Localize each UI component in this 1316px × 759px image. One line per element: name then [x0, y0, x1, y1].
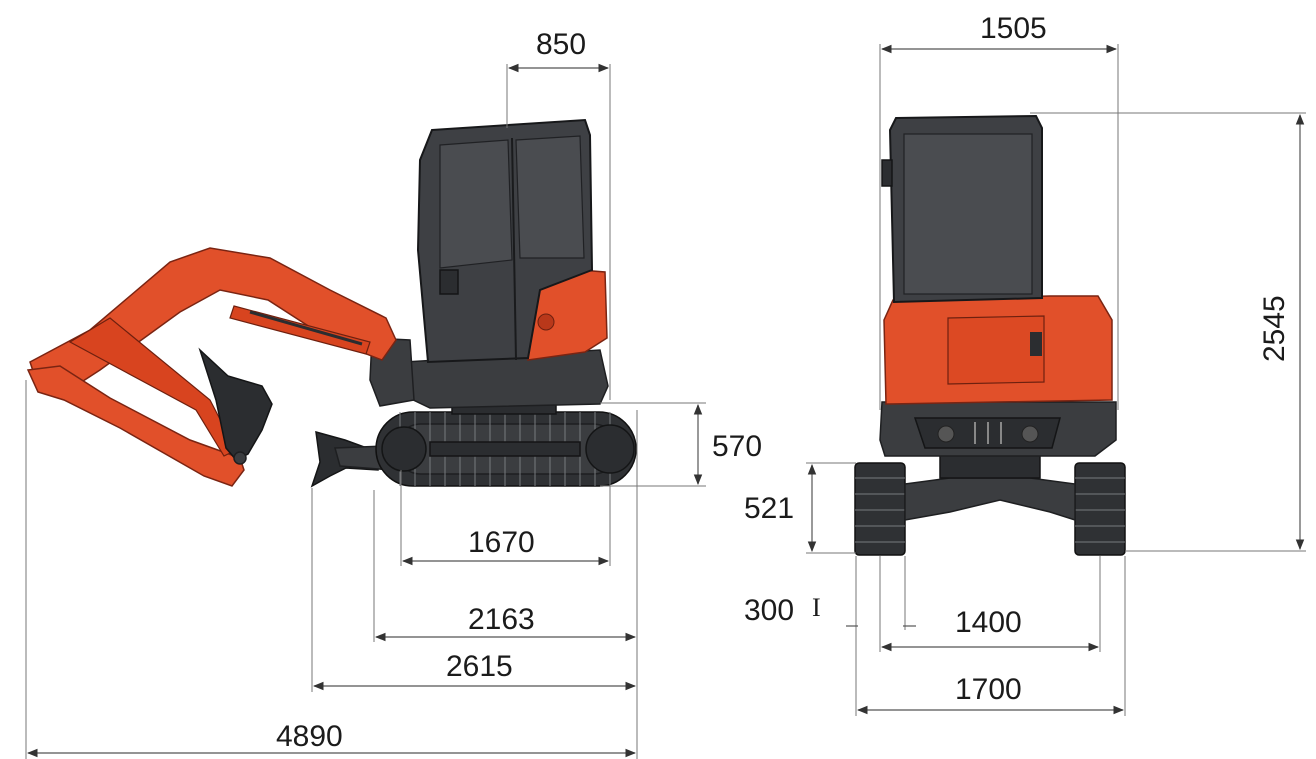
dim-2545: 2545	[1258, 295, 1291, 362]
dim-300: 300	[744, 594, 794, 627]
boom	[29, 247, 397, 397]
dim-1670: 1670	[468, 526, 535, 559]
dim-1700: 1700	[955, 673, 1022, 706]
dim-4890: 4890	[276, 720, 343, 753]
dim-1505: 1505	[980, 12, 1047, 45]
arm	[26, 365, 245, 487]
side-view-dimensions: 850 570 1670 2163 2615 4890	[25, 28, 762, 759]
rear-right-track	[1074, 462, 1126, 556]
rear-left-track	[854, 462, 906, 556]
dim-850: 850	[536, 28, 586, 61]
dim-2163: 2163	[468, 603, 535, 636]
dim-2615: 2615	[446, 650, 513, 683]
rear-view-excavator	[854, 114, 1126, 556]
dim-570: 570	[712, 430, 762, 463]
side-view-excavator	[26, 118, 637, 488]
bucket	[198, 347, 273, 461]
dim-521: 521	[744, 492, 794, 525]
shoe-width-marker: I	[812, 593, 821, 622]
rear-view-dimensions: 1505 2545 521 300 I 1400 1700	[744, 12, 1306, 716]
dim-1400: 1400	[955, 606, 1022, 639]
rear-grille	[913, 417, 1061, 449]
